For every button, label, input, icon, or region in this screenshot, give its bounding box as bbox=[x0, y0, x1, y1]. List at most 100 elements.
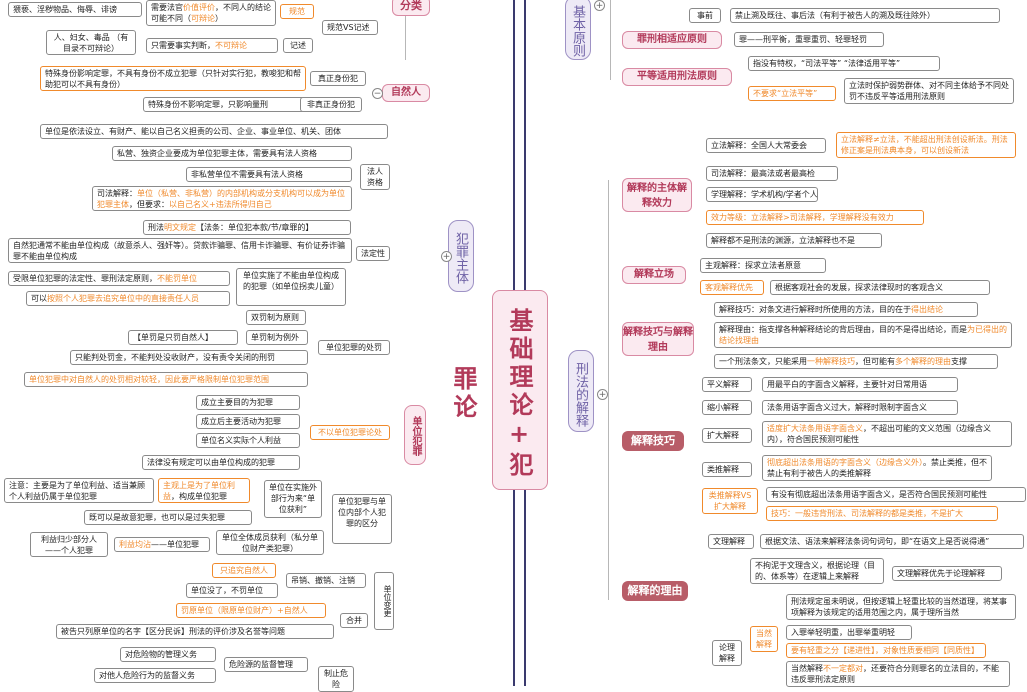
box-r1-left[interactable]: 猥亵、淫秽物品、侮辱、诽谤 bbox=[8, 2, 142, 17]
box-jj-5[interactable]: 类推解释VS扩大解释 bbox=[702, 488, 758, 514]
box-jj-3b[interactable]: 适度扩大法条用语字面含义，不超出可能的文义范围（边缘含义内），符合国民预测可能性 bbox=[762, 421, 1012, 447]
box-zr-b-label[interactable]: 非真正身份犯 bbox=[300, 97, 362, 112]
box-jishu[interactable]: 记述 bbox=[283, 38, 313, 53]
node-ly[interactable]: 解释的理由 bbox=[622, 581, 688, 601]
box-ly-3[interactable]: 刑法规定虽未明说，但按逻辑上轻重比较的当然道理，将某事项解释为该规定的适用范围之… bbox=[786, 594, 1016, 620]
box-jj-2b[interactable]: 法条用语字面含义过大，解释时限制字面含义 bbox=[762, 400, 958, 415]
box-danwei-def[interactable]: 单位是依法设立、有财产、能以自己名义担责的公司、企业、事业单位、机关、团体 bbox=[40, 124, 388, 139]
box-bg-3[interactable]: 单位没了，不罚单位 bbox=[186, 583, 278, 598]
box-faren-3[interactable]: 司法解释：单位（私营、非私营）的内部机构或分支机构可以成为单位犯罪主体，但要求：… bbox=[92, 186, 352, 211]
box-cf-1[interactable]: 双罚制为原则 bbox=[246, 310, 306, 325]
box-jj-4[interactable]: 类推解释 bbox=[702, 462, 752, 477]
collapse-icon[interactable]: + bbox=[594, 0, 605, 11]
box-r1-mid[interactable]: 需要法官价值评价，不同人的结论可能不同（可辩论） bbox=[146, 0, 276, 26]
box-bk-label[interactable]: 不以单位犯罪论处 bbox=[310, 425, 390, 440]
box-ly-1b[interactable]: 根据文法、语法来解释法条词句词句，即“在语文上是否说得通” bbox=[760, 534, 1024, 549]
box-jq-2[interactable]: 解释理由：指支撑各种解释结论的背后理由，目的不是得出结论，而是为已得出的结论找理… bbox=[714, 322, 1012, 348]
node-xingfa-jieshi[interactable]: 刑法的解释 bbox=[568, 350, 594, 432]
box-nb-1[interactable]: 受限单位犯罪的法定性、罪刑法定原则，不能罚单位 bbox=[8, 271, 230, 286]
box-ly-4[interactable]: 入罪举轻明重，出罪举重明轻 bbox=[786, 625, 912, 640]
box-jj-1b[interactable]: 用最平白的字面含义解释，主要针对日常用语 bbox=[762, 377, 958, 392]
box-jx-4[interactable]: 效力等级：立法解释>司法解释，学理解释没有效力 bbox=[706, 210, 924, 225]
box-zr-a-label[interactable]: 真正身份犯 bbox=[310, 71, 366, 86]
node-jj[interactable]: 解释技巧 bbox=[622, 431, 684, 451]
box-cf-4[interactable]: 单位犯罪中对自然人的处罚相对较轻，因此要严格限制单位犯罪范围 bbox=[24, 372, 308, 387]
box-bg-4[interactable]: 罚原单位（限原单位财产）+自然人 bbox=[176, 603, 326, 618]
box-jj-4b[interactable]: 彻底超出法条用语的字面含义（边缘含义外）。禁止类推，但不禁止有利于被告人的类推解… bbox=[762, 455, 992, 481]
node-lc[interactable]: 解释立场 bbox=[622, 266, 686, 284]
box-cf-2b[interactable]: 单罚制为例外 bbox=[246, 330, 308, 345]
box-ly-1[interactable]: 文理解释 bbox=[708, 534, 754, 549]
box-ly-2b[interactable]: 文理解释优先于论理解释 bbox=[892, 566, 1002, 581]
box-nb-label[interactable]: 单位实施了不能由单位构成的犯罪（如单位拐卖儿童） bbox=[236, 268, 346, 306]
box-jx-2[interactable]: 司法解释：最高法或者最高检 bbox=[706, 166, 838, 181]
box-bg-label[interactable]: 单位变更 bbox=[374, 572, 394, 630]
box-wx-3[interactable]: 制止危险 bbox=[318, 666, 354, 692]
box-wx-1[interactable]: 对危险物的管理义务 bbox=[120, 647, 216, 662]
box-faren-label[interactable]: 法人资格 bbox=[360, 164, 390, 190]
box-r3-mid[interactable]: 只需要事实判断，不可辩论 bbox=[146, 38, 278, 53]
box-guifan[interactable]: 规范 bbox=[280, 4, 314, 19]
box-faren-1[interactable]: 私营、独资企业要成为单位犯罪主体，需要具有法人资格 bbox=[112, 146, 352, 161]
box-qf-3[interactable]: 单位在实施外部行为来“单位获利” bbox=[264, 480, 322, 518]
box-qf-7[interactable]: 单位全体成员获利（私分单位财产类犯罪） bbox=[216, 530, 324, 555]
box-qf-label[interactable]: 单位犯罪与单位内部个人犯罪的区分 bbox=[332, 494, 392, 544]
box-cf-2a[interactable]: 【单罚是只罚自然人】 bbox=[128, 330, 238, 345]
box-qf-2[interactable]: 主观上是为了单位利益，构成单位犯罪 bbox=[158, 478, 250, 503]
box-pd-2[interactable]: 不要求“立法平等” bbox=[748, 86, 836, 101]
box-nb-2[interactable]: 可以按照个人犯罪去追究单位中的直接责任人员 bbox=[26, 291, 230, 306]
node-zxxs[interactable]: 罪刑相适应原则 bbox=[622, 31, 722, 49]
center-topic[interactable]: 基础理论+犯罪论 bbox=[449, 290, 548, 490]
box-fd-2[interactable]: 自然犯通常不能由单位构成（故意杀人、强奸等）。贷款诈骗罪、信用卡诈骗罪、有价证券… bbox=[8, 238, 352, 263]
box-jx-1[interactable]: 立法解释：全国人大常委会 bbox=[706, 138, 826, 153]
collapse-icon[interactable]: + bbox=[597, 389, 608, 400]
node-jiben-yuanze[interactable]: 基本原则 bbox=[565, 0, 591, 60]
box-ly-2[interactable]: 不拘泥于文理含义，根据论理（目的、体系等）在逻辑上来解释 bbox=[750, 558, 884, 584]
box-wx-label[interactable]: 危险源的监督管理 bbox=[224, 657, 308, 672]
box-shiqian-text[interactable]: 禁止溯及既往、事后法（有利于被告人的溯及既往除外） bbox=[730, 8, 1000, 23]
box-ly-5[interactable]: 要有轻重之分【递进性】，对象性质要相同【同质性】 bbox=[786, 643, 986, 658]
box-bg-1[interactable]: 只追究自然人 bbox=[212, 563, 276, 578]
box-shiqian[interactable]: 事前 bbox=[689, 8, 721, 23]
box-qf-4[interactable]: 既可以是故意犯罪，也可以是过失犯罪 bbox=[84, 510, 252, 525]
box-zr-b[interactable]: 特殊身份不影响定罪，只影响量刑 bbox=[143, 97, 305, 112]
box-jj-3[interactable]: 扩大解释 bbox=[702, 428, 752, 443]
box-bk-1[interactable]: 成立主要目的为犯罪 bbox=[196, 395, 300, 410]
box-cf-label[interactable]: 单位犯罪的处罚 bbox=[318, 340, 390, 355]
box-bg-6[interactable]: 被告只列原单位的名字【区分民诉】刑法的评价涉及名誉等问题 bbox=[56, 624, 334, 639]
box-qf-1[interactable]: 注意：主要是为了单位利益、适当兼顾个人利益仍属于单位犯罪 bbox=[4, 478, 154, 503]
node-pd[interactable]: 平等适用刑法原则 bbox=[622, 68, 732, 86]
box-wx-2[interactable]: 对他人危险行为的监督义务 bbox=[94, 668, 216, 683]
node-jx[interactable]: 解释的主体解释效力 bbox=[622, 178, 692, 212]
collapse-icon[interactable]: + bbox=[441, 251, 452, 262]
box-zr-a[interactable]: 特殊身份影响定罪，不具有身份不成立犯罪（只针对实行犯，教唆犯和帮助犯可以不具有身… bbox=[40, 66, 306, 91]
node-jq[interactable]: 解释技巧与解释理由 bbox=[622, 322, 694, 356]
box-faren-2[interactable]: 非私营单位不需要具有法人资格 bbox=[186, 167, 352, 182]
box-jq-3[interactable]: 一个刑法条文，只能采用一种解释技巧，但可能有多个解释的理由支撑 bbox=[714, 354, 998, 369]
box-bg-5[interactable]: 合并 bbox=[340, 613, 368, 628]
box-ly-6[interactable]: 当然解释不一定都对，还要符合分则罪名的立法目的，不能违反罪刑法定原则 bbox=[786, 661, 1010, 687]
box-lunli[interactable]: 论理解释 bbox=[712, 640, 742, 666]
node-fenlei[interactable]: 分类 bbox=[392, 0, 430, 16]
box-jj-5a[interactable]: 有没有彻底超出法条用语字面含义，是否符合国民预测可能性 bbox=[766, 487, 1026, 502]
box-guifan-vs[interactable]: 规范VS记述 bbox=[322, 20, 378, 35]
box-jj-5b[interactable]: 技巧：一般违背刑法、司法解释的都是类推，不是扩大 bbox=[766, 506, 998, 521]
box-lc-2b[interactable]: 根据客观社会的发展，探求法律现时的客观含义 bbox=[770, 280, 990, 295]
box-jj-1[interactable]: 平义解释 bbox=[702, 377, 752, 392]
box-bk-3[interactable]: 单位名义实际个人利益 bbox=[196, 433, 300, 448]
box-r3-left[interactable]: 人、妇女、毒品 （有目录不可辩论） bbox=[46, 30, 136, 55]
box-zxxs-text[interactable]: 罪——刑平衡，重罪重罚、轻罪轻罚 bbox=[734, 32, 884, 47]
box-cf-3[interactable]: 只能判处罚金，不能判处没收财产，没有责令关闭的刑罚 bbox=[70, 350, 308, 365]
box-lc-2[interactable]: 客观解释优先 bbox=[700, 280, 764, 295]
box-bg-2[interactable]: 吊销、撤销、注销 bbox=[286, 573, 366, 588]
box-jx-3[interactable]: 学理解释：学术机构/学者个人 bbox=[706, 187, 818, 202]
box-jj-2[interactable]: 缩小解释 bbox=[702, 400, 752, 415]
box-pd-1[interactable]: 指没有特权，“司法平等” “法律适用平等” bbox=[748, 56, 940, 71]
box-qf-5[interactable]: 利益归少部分人——个人犯罪 bbox=[30, 532, 108, 557]
box-pd-3[interactable]: 立法时保护弱势群体、对不同主体给予不同处罚不违反平等适用刑法原则 bbox=[844, 78, 1014, 104]
box-fd-1[interactable]: 刑法明文规定【法条：单位犯本款/节/章罪的】 bbox=[143, 220, 351, 235]
node-ziranren[interactable]: 自然人 bbox=[382, 84, 430, 102]
box-jx-1b[interactable]: 立法解释≠立法，不能超出刑法创设新法。刑法修正案是刑法典本身，可以创设新法 bbox=[836, 132, 1016, 158]
collapse-icon[interactable]: − bbox=[372, 88, 383, 99]
box-jq-1[interactable]: 解释技巧：对条文进行解释时所使用的方法，目的在于得出结论 bbox=[714, 302, 978, 317]
